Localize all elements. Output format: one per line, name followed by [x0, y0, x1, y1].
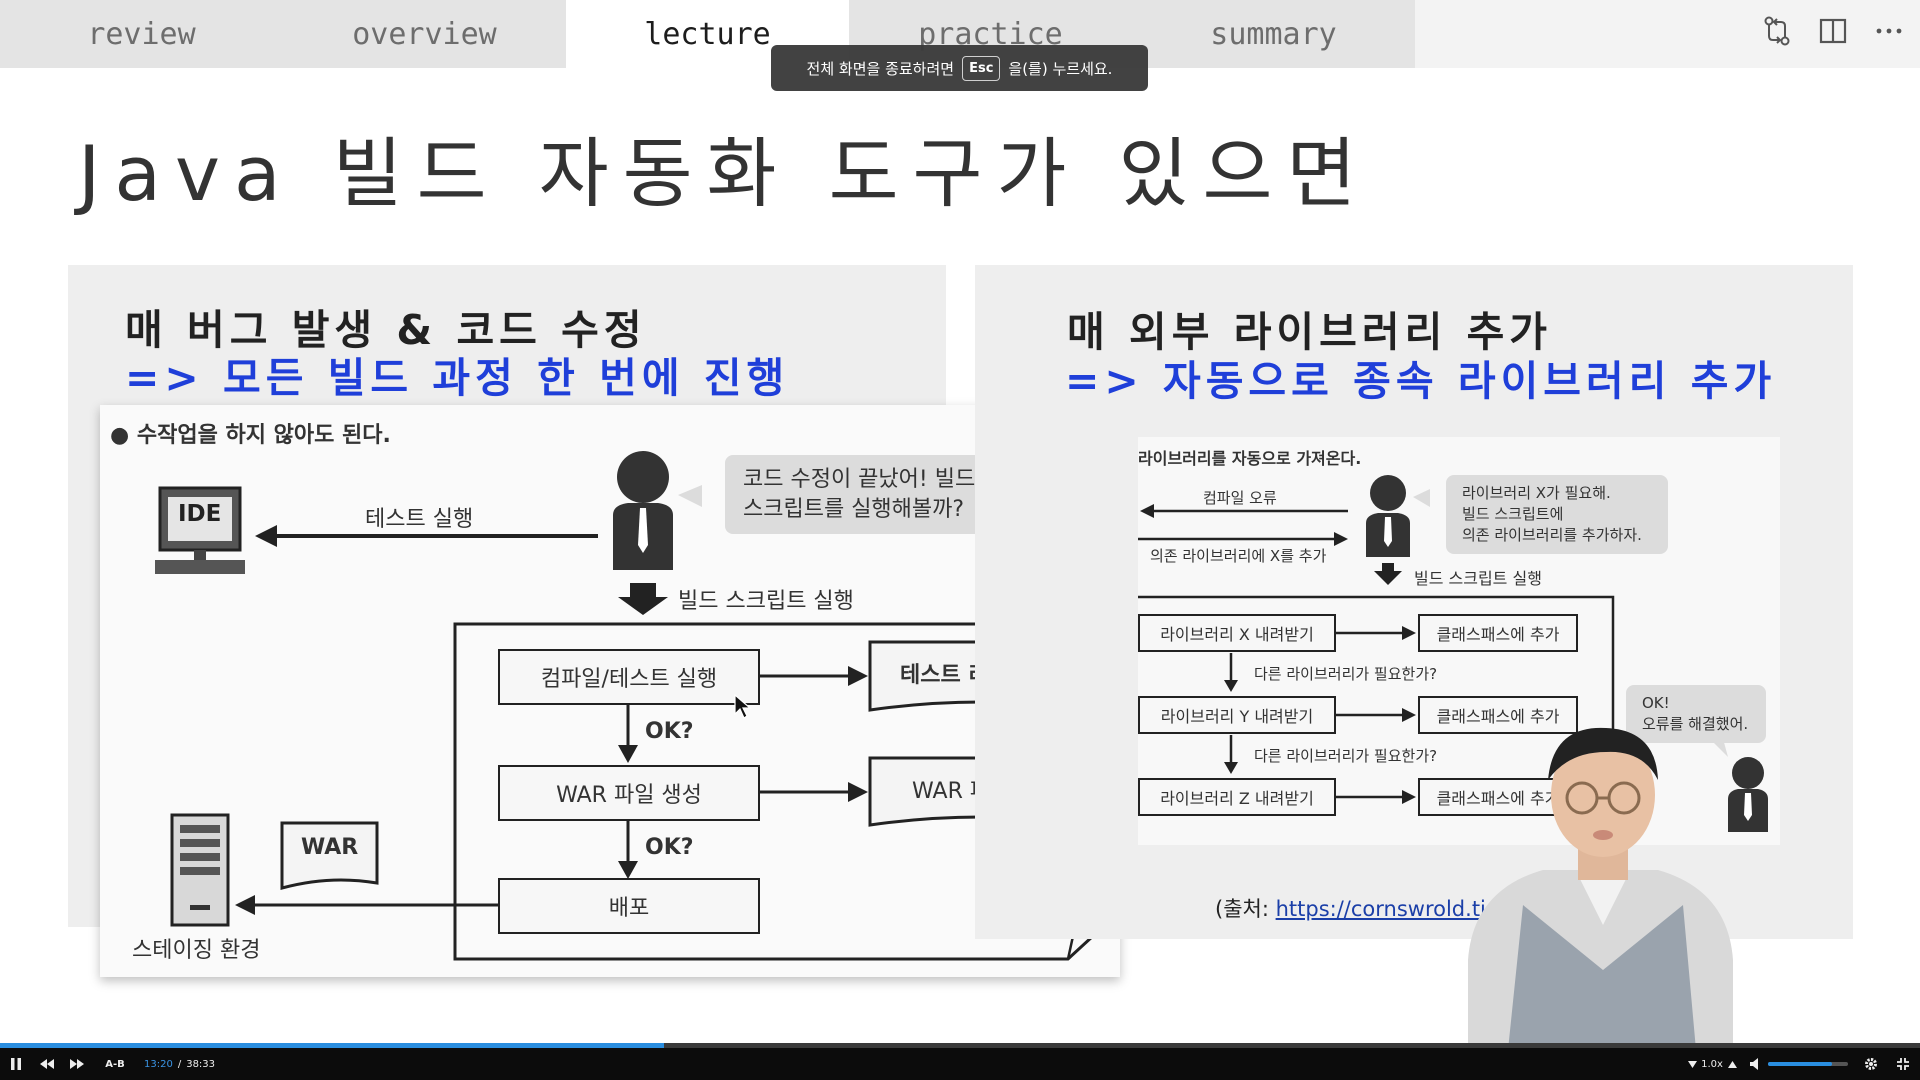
staging-env-label: 스테이징 환경	[132, 938, 261, 963]
ab-repeat-button[interactable]: A-B	[105, 1058, 125, 1070]
build-script-run-label-right: 빌드 스크립트 실행	[1414, 569, 1542, 588]
slide-title: Java 빌드 자동화 도구가 있으면	[78, 129, 1371, 218]
download-z-step: 라이브러리 Z 내려받기	[1138, 778, 1336, 816]
total-duration: 38:33	[186, 1058, 216, 1070]
current-time: 13:20	[144, 1058, 173, 1070]
time-separator: /	[177, 1058, 182, 1070]
mouse-cursor-icon	[734, 694, 752, 719]
download-y-step: 라이브러리 Y 내려받기	[1138, 696, 1336, 734]
settings-gear-icon[interactable]	[1862, 1054, 1880, 1074]
ok-check-1: OK?	[645, 719, 694, 744]
deploy-step: 배포	[498, 878, 760, 934]
left-subheading: => 모든 빌드 과정 한 번에 진행	[125, 354, 790, 402]
left-heading: 매 버그 발생 & 코드 수정	[125, 306, 647, 354]
split-editor-icon[interactable]	[1816, 14, 1850, 48]
exit-fullscreen-icon[interactable]	[1894, 1054, 1912, 1074]
developer-speech-bubble: 코드 수정이 끝났어! 빌드 스크립트를 실행해볼까?	[725, 455, 1021, 535]
notice-text-after: 을(를) 누르세요.	[1008, 59, 1113, 78]
build-process-figure: ● 수작업을 하지 않아도 된다. IDE 테스트 실행 코드 수정이 끝났어!…	[100, 405, 1120, 977]
speed-up-icon[interactable]	[1726, 1054, 1738, 1074]
ok-speech-bubble: OK! 오류를 해결했어.	[1626, 685, 1766, 743]
tab-summary[interactable]: summary	[1132, 0, 1415, 68]
ide-label: IDE	[178, 501, 222, 527]
ok-line-1: OK!	[1642, 694, 1670, 712]
seek-bar-progress	[0, 1043, 665, 1048]
speed-down-icon[interactable]	[1686, 1054, 1698, 1074]
download-x-step: 라이브러리 X 내려받기	[1138, 614, 1336, 652]
ok-check-2: OK?	[645, 835, 694, 860]
bubble-line-2: 스크립트를 실행해볼까?	[743, 496, 965, 522]
happy-person-icon	[1728, 757, 1768, 832]
seek-bar[interactable]	[0, 1043, 1920, 1048]
classpath-step-1: 클래스패스에 추가	[1418, 614, 1578, 652]
compile-test-step: 컴파일/테스트 실행	[498, 649, 760, 705]
ide-computer-icon	[155, 486, 245, 574]
need-other-label-2: 다른 라이브러리가 필요한가?	[1254, 747, 1438, 765]
right-subheading: => 자동으로 종속 라이브러리 추가	[1065, 357, 1777, 405]
ok-line-2: 오류를 해결했어.	[1642, 715, 1749, 733]
dependency-figure: 라이브러리를 자동으로 가져온다. 컴파일 오류 의존 라이브러리에 X를 추가…	[1138, 437, 1780, 845]
volume-slider-level	[1768, 1062, 1832, 1066]
test-run-label: 테스트 실행	[365, 507, 474, 532]
esc-key-badge: Esc	[962, 55, 1001, 81]
playback-speed[interactable]: 1.0x	[1701, 1058, 1723, 1070]
forward-button[interactable]	[68, 1054, 86, 1074]
rewind-button[interactable]	[38, 1054, 56, 1074]
compile-error-label: 컴파일 오류	[1203, 489, 1277, 507]
bubble-line-3: 의존 라이브러리를 추가하자.	[1462, 526, 1642, 544]
classpath-step-2: 클래스패스에 추가	[1418, 696, 1578, 734]
war-build-step: WAR 파일 생성	[498, 765, 760, 821]
source-link[interactable]: https://cornswrold.tist	[1275, 897, 1506, 921]
right-heading: 매 외부 라이브러리 추가	[1067, 308, 1553, 356]
presenter-video	[1468, 727, 1733, 1050]
bubble-line-1: 코드 수정이 끝났어! 빌드	[743, 467, 976, 492]
fullscreen-exit-notice: 전체 화면을 종료하려면 Esc 을(를) 누르세요.	[771, 45, 1148, 91]
staging-server-icon	[170, 813, 230, 927]
time-display: 13:20 / 38:33	[144, 1054, 228, 1074]
developer-person-icon-right	[1366, 475, 1410, 557]
notice-text-before: 전체 화면을 종료하려면	[806, 59, 955, 78]
dependency-speech-bubble: 라이브러리 X가 필요해. 빌드 스크립트에 의존 라이브러리를 추가하자.	[1446, 475, 1668, 554]
compare-changes-icon[interactable]	[1760, 14, 1794, 48]
video-player-controls: A-B 13:20 / 38:33 1.0x	[0, 1048, 1920, 1080]
need-other-label-1: 다른 라이브러리가 필요한가?	[1254, 665, 1438, 683]
war-tag: WAR	[301, 835, 359, 860]
source-prefix: (출처:	[1215, 897, 1276, 921]
right-figure-caption: 라이브러리를 자동으로 가져온다.	[1138, 449, 1362, 468]
bubble-line-1: 라이브러리 X가 필요해.	[1462, 484, 1611, 502]
pause-button[interactable]	[8, 1054, 24, 1074]
tab-overview[interactable]: overview	[283, 0, 566, 68]
developer-person-icon	[613, 451, 673, 570]
tab-review[interactable]: review	[0, 0, 283, 68]
volume-slider[interactable]	[1768, 1062, 1848, 1066]
editor-actions	[1760, 14, 1906, 48]
source-citation: (출처: https://cornswrold.tist	[1215, 893, 1505, 923]
figure-caption: ● 수작업을 하지 않아도 된다.	[110, 423, 391, 448]
volume-icon[interactable]	[1748, 1054, 1762, 1074]
more-actions-icon[interactable]	[1872, 14, 1906, 48]
add-dependency-label: 의존 라이브러리에 X를 추가	[1150, 547, 1327, 565]
build-script-run-label: 빌드 스크립트 실행	[678, 589, 854, 614]
bubble-line-2: 빌드 스크립트에	[1462, 505, 1564, 523]
